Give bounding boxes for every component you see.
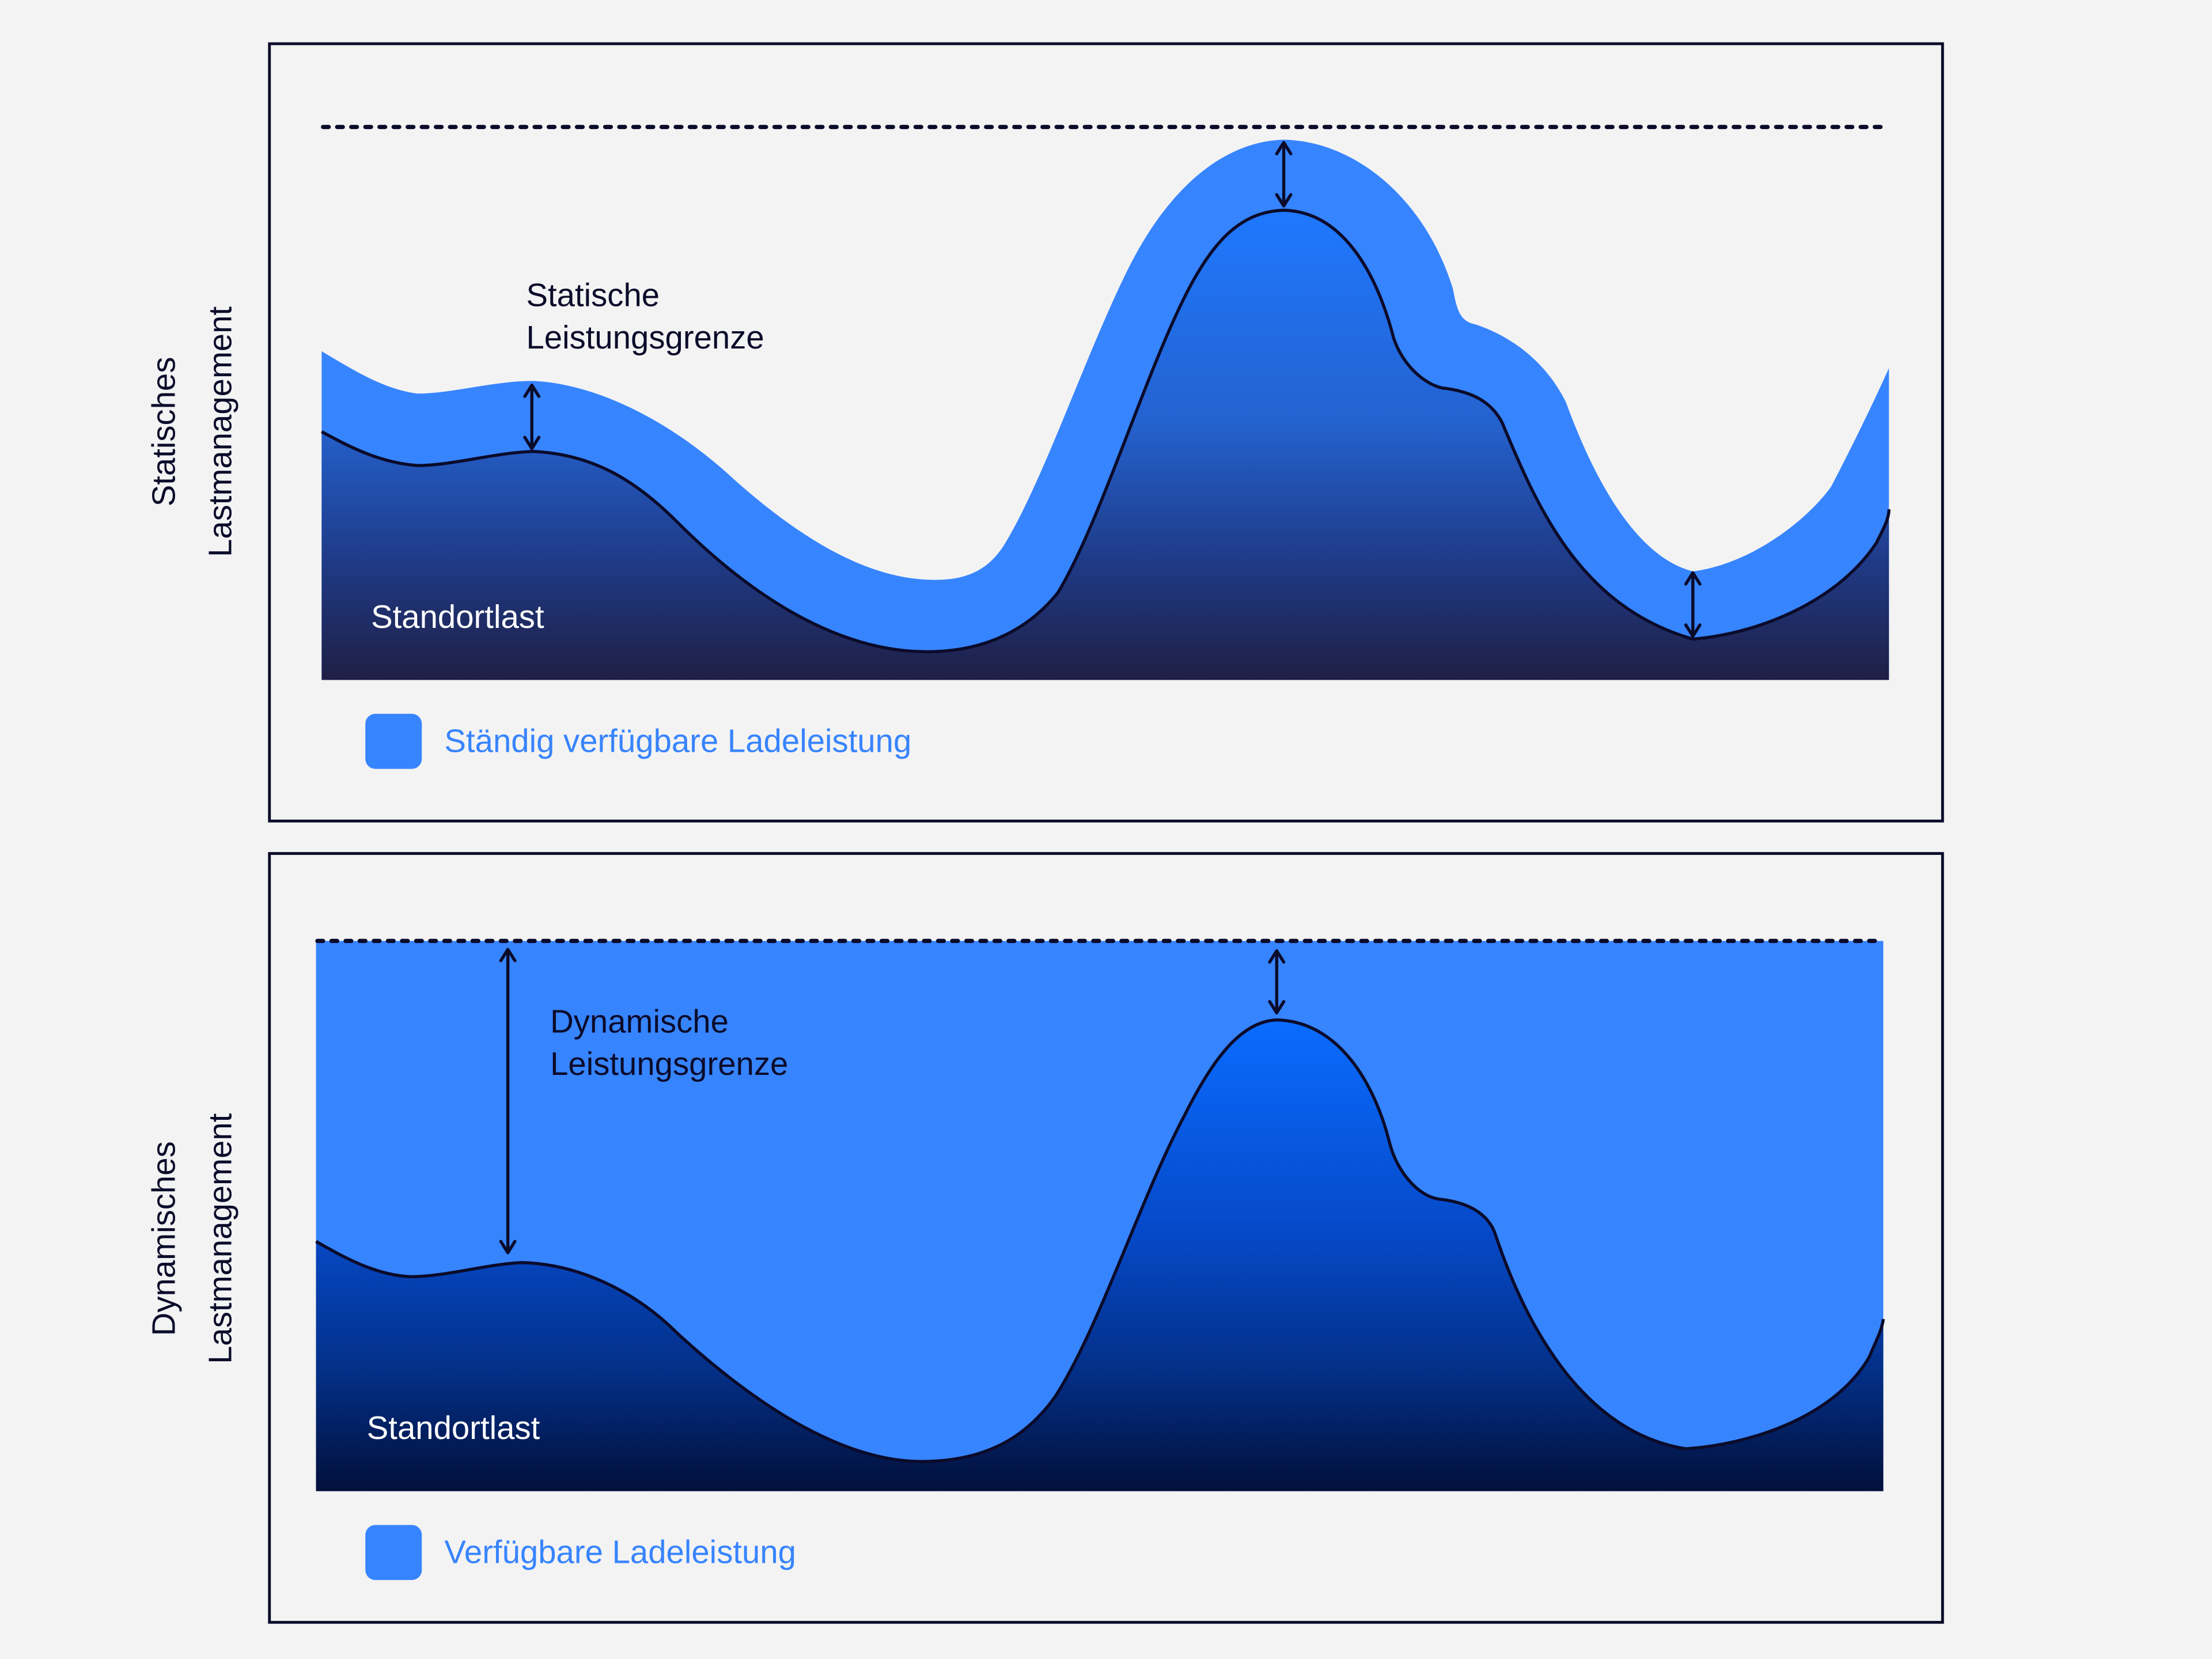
static-load-outline <box>321 209 1891 654</box>
static-gap-arrow-peak <box>1275 141 1293 208</box>
static-side-label: Statisches Lastmanagement <box>146 306 238 556</box>
static-gap-arrow-left <box>523 383 541 450</box>
static-limit-annotation-line2: Leistungsgrenze <box>526 319 764 355</box>
dynamic-limit-annotation-line1: Dynamische <box>550 1003 729 1040</box>
dynamic-gap-arrow-left <box>499 948 517 1255</box>
dynamic-legend-label: Verfügbare Ladeleistung <box>444 1533 796 1570</box>
static-gap-arrow-right <box>1684 571 1702 638</box>
panel-static-frame <box>268 42 1944 823</box>
dynamic-gap-arrow-peak <box>1268 949 1286 1015</box>
dynamic-load-label: Standortlast <box>367 1410 540 1446</box>
dynamic-side-label-line2: Lastmanagement <box>202 1113 238 1363</box>
static-side-label-line1: Statisches <box>146 357 182 506</box>
dynamic-load-area <box>316 1020 1884 1491</box>
dynamic-legend-swatch <box>365 1525 422 1580</box>
static-load-area <box>321 210 1889 680</box>
dynamic-limit-annotation-line2: Leistungsgrenze <box>550 1046 788 1082</box>
static-legend-label: Ständig verfügbare Ladeleistung <box>444 722 911 759</box>
static-limit-annotation-line1: Statische <box>526 276 660 313</box>
dynamic-side-label: Dynamisches Lastmanagement <box>146 1113 238 1363</box>
dynamic-side-label-line1: Dynamisches <box>146 1141 182 1336</box>
panel-static: Statisches Lastmanagement Statisch <box>146 42 1944 823</box>
static-legend-swatch <box>365 714 422 769</box>
dynamic-load-outline <box>315 1018 1885 1463</box>
panel-dynamic: Dynamisches Lastmanagement Dynamische Le… <box>146 852 1944 1624</box>
panel-dynamic-frame <box>268 852 1944 1624</box>
static-load-label: Standortlast <box>371 599 544 635</box>
static-side-label-line2: Lastmanagement <box>202 306 238 556</box>
